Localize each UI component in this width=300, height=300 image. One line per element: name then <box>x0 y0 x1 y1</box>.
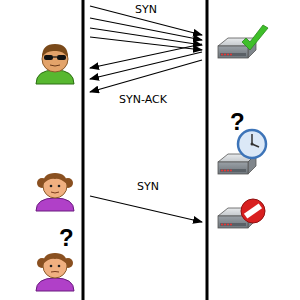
message-label: SYN <box>135 181 161 192</box>
prohibited-icon <box>241 199 265 223</box>
clock-icon <box>238 130 266 158</box>
message-label: SYN-ACK <box>117 94 169 105</box>
client-lifeline <box>82 0 85 300</box>
question-mark: ? <box>57 226 76 250</box>
message-label: SYN <box>133 4 159 15</box>
check-mark <box>242 25 268 50</box>
syn-ack-arrows <box>90 44 202 92</box>
syn-arrow <box>90 196 202 222</box>
user-figure <box>36 253 74 291</box>
question-mark: ? <box>228 110 247 134</box>
user-figure <box>36 173 74 211</box>
attacker-figure <box>36 44 74 84</box>
server-lifeline <box>206 0 209 300</box>
